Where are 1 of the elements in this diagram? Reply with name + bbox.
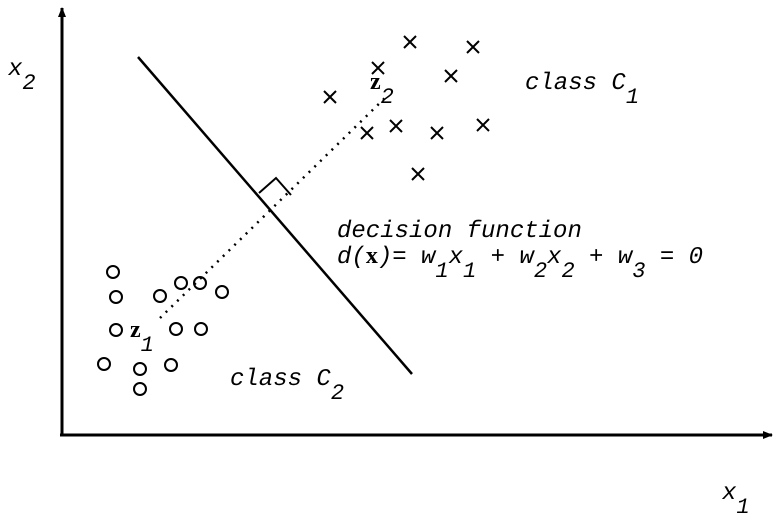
- function-label: decision function: [337, 220, 582, 244]
